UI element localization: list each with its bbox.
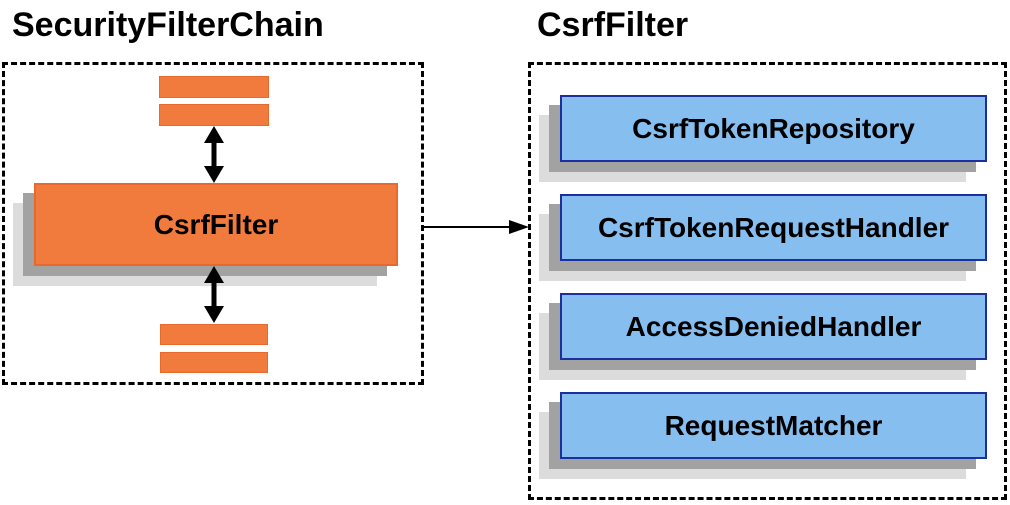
security-filter-chain-title: SecurityFilterChain bbox=[12, 6, 324, 44]
component-label: CsrfTokenRequestHandler bbox=[597, 211, 950, 243]
security-filter-chain-container bbox=[2, 62, 424, 385]
component-box-csrf-token-repository: CsrfTokenRepository bbox=[560, 95, 987, 162]
csrf-filter-container bbox=[528, 62, 1007, 500]
filter-stack-bar-bottom-2 bbox=[160, 352, 268, 373]
filter-stack-bar-top-1 bbox=[159, 76, 269, 98]
component-box-csrf-token-request-handler: CsrfTokenRequestHandler bbox=[560, 194, 987, 261]
component-label: RequestMatcher bbox=[664, 409, 883, 441]
bidirectional-arrow-icon bbox=[201, 266, 227, 323]
component-label: AccessDeniedHandler bbox=[625, 310, 922, 342]
filter-stack-bar-bottom-1 bbox=[160, 324, 268, 345]
bidirectional-arrow-icon bbox=[201, 126, 227, 183]
component-label: CsrfTokenRepository bbox=[632, 112, 915, 144]
filter-stack-bar-top-2 bbox=[159, 104, 269, 126]
csrf-filter-box: CsrfFilter bbox=[34, 183, 398, 266]
component-box-request-matcher: RequestMatcher bbox=[560, 392, 987, 459]
flow-arrow-icon bbox=[423, 218, 529, 236]
csrf-filter-title: CsrfFilter bbox=[537, 6, 689, 44]
csrf-filter-box-label: CsrfFilter bbox=[153, 208, 279, 240]
component-box-access-denied-handler: AccessDeniedHandler bbox=[560, 293, 987, 360]
